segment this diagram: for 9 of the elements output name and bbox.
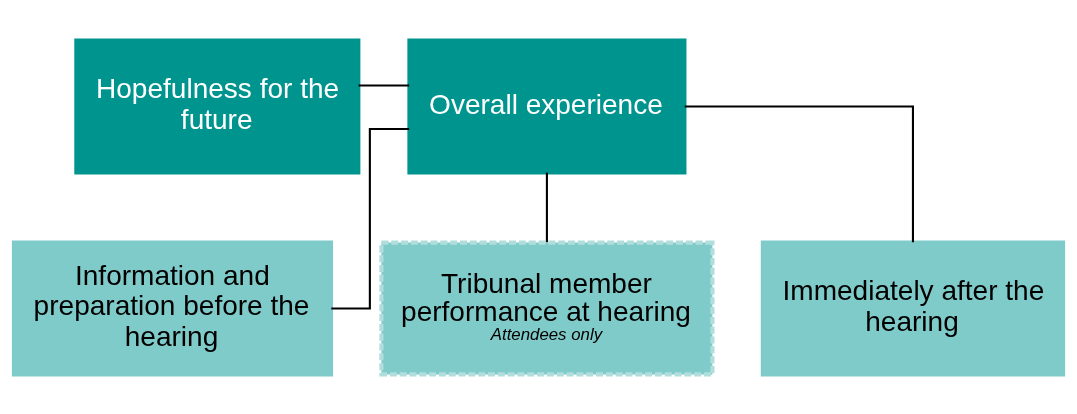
- connector: [684, 104, 914, 242]
- node-box: Overall experience: [407, 38, 687, 175]
- connector: [358, 83, 410, 87]
- node-box: Hopefulness for the future: [74, 38, 361, 175]
- connector: [545, 172, 548, 242]
- node-box: Information and preparation before the hearing: [11, 239, 334, 376]
- connector: [331, 127, 410, 310]
- node-box: Tribunal member performance at hearing Attendees only: [379, 239, 715, 376]
- node-box: Immediately after the hearing: [760, 239, 1066, 376]
